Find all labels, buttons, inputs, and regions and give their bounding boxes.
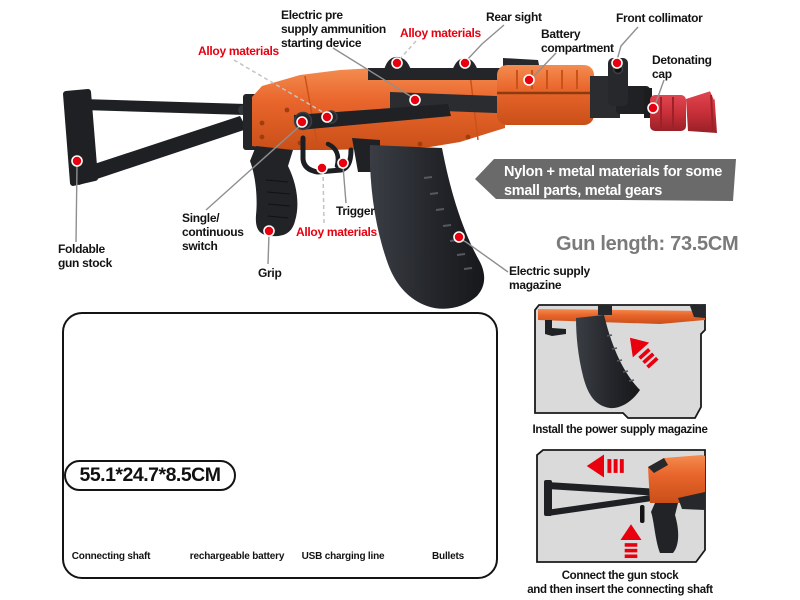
- label-detonating-cap: Detonating cap: [652, 53, 712, 82]
- materials-banner-text: Nylon + metal materials for some small p…: [504, 164, 723, 199]
- label-battery-compartment: Battery compartment: [541, 27, 614, 56]
- materials-banner-shape: [475, 159, 736, 201]
- item-label-connecting-shaft: Connecting shaft: [71, 551, 151, 562]
- label-trigger: Trigger: [336, 204, 375, 218]
- label-electric-pre-supply-device: Electric pre supply ammunition starting …: [281, 8, 386, 51]
- magazine-graphic: [369, 145, 485, 309]
- detonating-cap-graphic: [650, 88, 719, 133]
- grip-graphic: [250, 146, 298, 237]
- leader-lines: [75, 24, 665, 273]
- label-alloy-materials-top: Alloy materials: [400, 26, 481, 40]
- box-dimensions-badge: 55.1*24.7*8.5CM: [64, 460, 236, 491]
- instruction-panel-2: [536, 449, 706, 563]
- label-alloy-materials-bottom: Alloy materials: [296, 225, 377, 239]
- caption-install-magazine: Install the power supply magazine: [532, 424, 708, 436]
- label-grip: Grip: [258, 266, 282, 280]
- item-label-rechargeable-battery: rechargeable battery: [189, 551, 285, 562]
- gun-illustration: [63, 56, 719, 309]
- red-dot-markers: [71, 57, 659, 243]
- label-front-collimator: Front collimator: [616, 11, 703, 25]
- label-foldable-gun-stock: Foldable gun stock: [58, 242, 112, 271]
- label-single-continuous-switch: Single/ continuous switch: [182, 211, 244, 254]
- leader-lines-dashed: [233, 40, 417, 224]
- label-alloy-materials-left: Alloy materials: [198, 44, 279, 58]
- caption-connect-stock: Connect the gun stock and then insert th…: [527, 570, 713, 597]
- gun-stock-graphic: [63, 89, 248, 186]
- package-contents-panel: [62, 312, 498, 579]
- instruction-panel-1: [534, 304, 706, 419]
- item-label-usb-charging-line: USB charging line: [301, 551, 385, 562]
- gun-length-text: Gun length: 73.5CM: [556, 233, 739, 255]
- label-rear-sight: Rear sight: [486, 10, 542, 24]
- item-label-bullets: Bullets: [432, 551, 464, 562]
- label-electric-supply-magazine: Electric supply magazine: [509, 264, 590, 293]
